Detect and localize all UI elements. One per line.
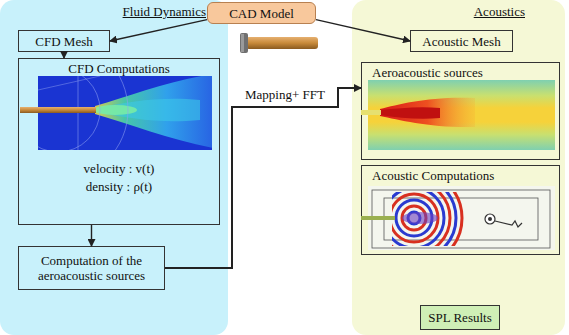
cad-cylinder — [240, 33, 318, 53]
box-label: Computation of the aeroacoustic sources — [23, 253, 160, 283]
box-label: Acoustic Computations — [372, 168, 555, 183]
panel-heading: Acoustics — [356, 4, 525, 19]
process-box: Acoustic Mesh — [410, 30, 513, 52]
source-field-image — [361, 80, 555, 150]
variable-label: velocity : v(t) — [23, 161, 215, 176]
box-label: CFD Computations — [23, 61, 215, 76]
nozzle-rod — [20, 107, 96, 113]
result-box: SPL Results — [420, 305, 500, 330]
process-box: CFD Mesh — [18, 30, 110, 52]
arrow-connector — [91, 225, 92, 246]
arrow-connector — [63, 52, 64, 58]
cfd-field-image — [38, 76, 212, 150]
box-label: CAD Model — [212, 6, 311, 21]
acoustic-field-image — [361, 170, 555, 266]
panel-heading: Fluid Dynamics — [4, 4, 206, 19]
box-label: SPL Results — [425, 310, 495, 325]
box-label: Acoustic Mesh — [415, 34, 508, 49]
arrow-connector — [316, 20, 410, 41]
arrow-connector — [110, 20, 207, 41]
panel: Fluid DynamicsCFD MeshCFD Computations ve… — [0, 0, 228, 335]
source-box: CAD Model — [207, 2, 316, 24]
variable-label: density : ρ(t) — [23, 179, 215, 194]
box-label: Aeroacoustic sources — [372, 65, 555, 80]
panel: AcousticsAcoustic MeshAeroacoustic sourc… — [352, 0, 565, 335]
box-label: CFD Mesh — [23, 34, 105, 49]
edge-label: Mapping+ FFT — [243, 87, 327, 102]
process-box: Computation of the aeroacoustic sources — [18, 246, 165, 290]
